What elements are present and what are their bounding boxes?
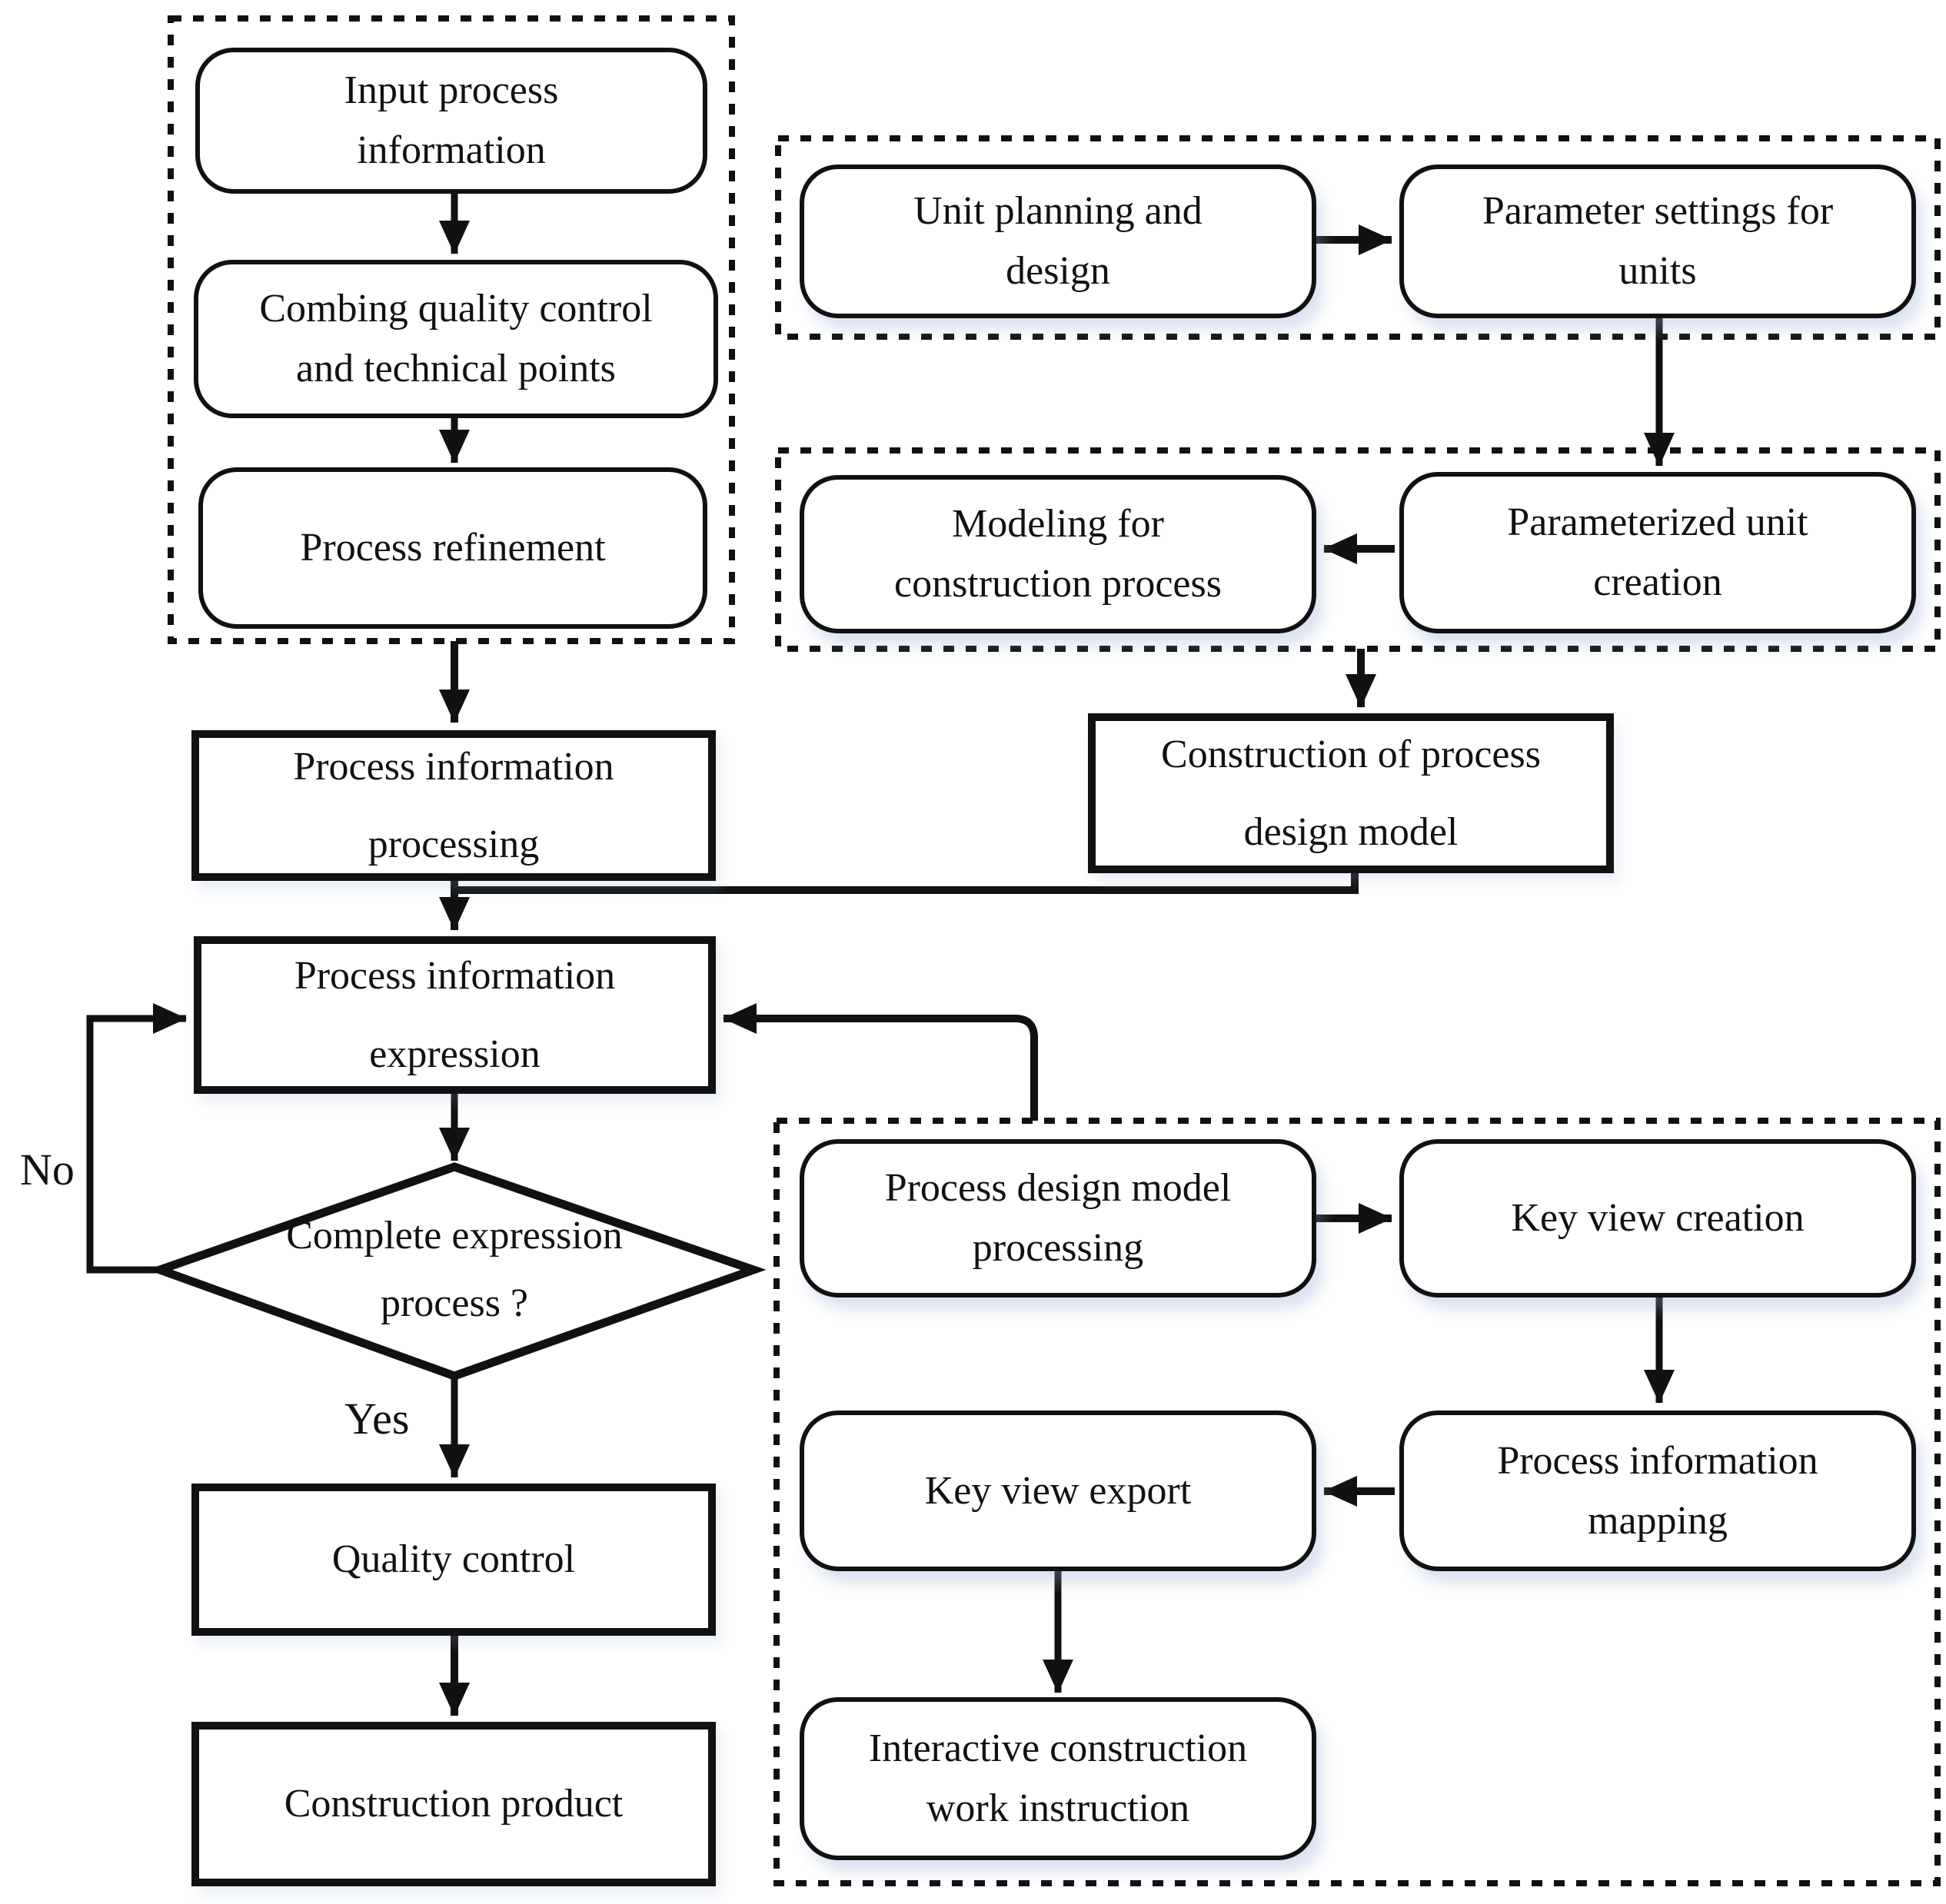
node-modeling-construction-process: Modeling for construction process <box>800 475 1316 633</box>
edge-subprocess-to-expression <box>723 1003 1038 1121</box>
node-interactive-work-instruction: Interactive construction work instructio… <box>800 1697 1316 1860</box>
decision-diamond-shape <box>147 1162 767 1381</box>
decision-diamond-label: Complete expression process ? <box>286 1213 623 1325</box>
node-key-view-creation: Key view creation <box>1399 1139 1916 1298</box>
node-quality-control: Quality control <box>191 1484 716 1636</box>
node-label: Combing quality control and technical po… <box>259 287 653 390</box>
node-label: Modeling for construction process <box>893 502 1222 606</box>
node-construction-process-design-model: Construction of process design model <box>1088 713 1614 873</box>
node-input-process-information: Input process information <box>195 48 707 194</box>
node-label: Quality control <box>331 1537 576 1581</box>
node-parameterized-unit-creation: Parameterized unit creation <box>1399 472 1916 633</box>
input-group-container <box>168 15 735 644</box>
edge-designmodel-elbow <box>454 869 1359 894</box>
node-label: Key view creation <box>1511 1196 1805 1240</box>
node-parameter-settings-units: Parameter settings for units <box>1399 164 1916 318</box>
node-label: Interactive construction work instructio… <box>868 1726 1248 1830</box>
node-unit-planning-design: Unit planning and design <box>800 164 1316 318</box>
node-label: Parameter settings for units <box>1482 189 1834 293</box>
node-label: Unit planning and design <box>913 189 1203 293</box>
node-label: Process information mapping <box>1497 1438 1818 1543</box>
node-key-view-export: Key view export <box>800 1411 1316 1571</box>
node-label: Input process information <box>344 68 559 172</box>
node-combing-quality-control: Combing quality control and technical po… <box>194 260 718 418</box>
node-label: Construction of process design model <box>1161 732 1541 854</box>
node-process-refinement: Process refinement <box>198 467 707 629</box>
node-construction-product: Construction product <box>191 1722 716 1886</box>
node-label: Process information processing <box>293 744 614 866</box>
node-process-information-expression: Process information expression <box>194 936 716 1094</box>
expression-subprocess-group-container <box>773 1118 1941 1886</box>
node-process-design-model-processing: Process design model processing <box>800 1139 1316 1298</box>
node-label: Parameterized unit creation <box>1507 500 1808 604</box>
process-modeling-group-container <box>775 447 1941 652</box>
edge-decision-no-loop <box>86 1003 187 1274</box>
node-label: Process design model processing <box>884 1166 1232 1270</box>
node-process-information-mapping: Process information mapping <box>1399 1411 1916 1571</box>
no-branch-label: No <box>20 1145 75 1195</box>
node-label: Process refinement <box>300 526 606 570</box>
node-label: Construction product <box>284 1782 624 1826</box>
unit-design-group-container <box>775 135 1941 340</box>
yes-branch-label: Yes <box>344 1394 410 1444</box>
node-label: Key view export <box>924 1468 1192 1513</box>
node-label: Process information expression <box>294 954 616 1076</box>
node-process-information-processing: Process information processing <box>191 730 716 881</box>
